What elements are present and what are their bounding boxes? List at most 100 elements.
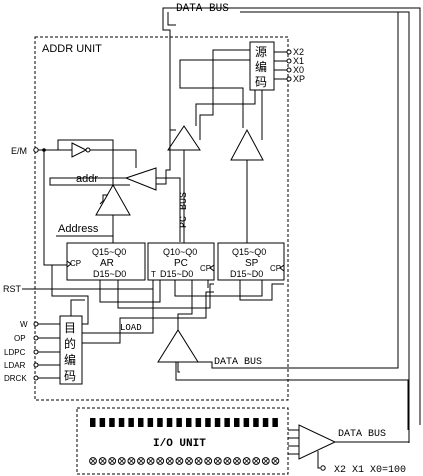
addr-unit-frame bbox=[34, 36, 289, 401]
io-led-6 bbox=[138, 418, 144, 427]
io-select-wire bbox=[317, 451, 320, 469]
io-select-label: X2 X1 X0=100 bbox=[334, 465, 406, 476]
dest-encoder-char-1: 目 bbox=[64, 321, 76, 335]
source-encoder-char-3: 码 bbox=[255, 75, 267, 89]
em-inverted-wire bbox=[90, 149, 137, 168]
ar-pc-link-wire bbox=[117, 280, 214, 309]
em-terminal bbox=[33, 147, 39, 153]
src-input-terminal-x2 bbox=[286, 49, 292, 55]
io-switch-mark-6 bbox=[138, 458, 144, 464]
src-input-terminal-xp bbox=[286, 76, 292, 82]
pc-t-label: T bbox=[151, 270, 156, 279]
em-to-ar-wire bbox=[43, 150, 58, 266]
io-led-15 bbox=[224, 418, 230, 427]
address-buffer bbox=[95, 183, 131, 216]
ar-d-input-wire bbox=[99, 280, 161, 303]
em-inverter bbox=[71, 142, 88, 158]
io-switch-mark-20 bbox=[273, 458, 278, 464]
load-label: LOAD bbox=[120, 323, 142, 333]
sp-cp-label: CP bbox=[270, 264, 281, 273]
dst-label-ldar: LDAR bbox=[4, 361, 26, 370]
ar-top-label: Q15~Q0 bbox=[92, 247, 126, 257]
sp-clock-return-wire bbox=[239, 280, 284, 301]
mid-data-bus-right-wire bbox=[198, 12, 399, 369]
src-input-label-xp: XP bbox=[293, 74, 305, 84]
addr-buffer-input-wire bbox=[156, 177, 181, 242]
io-switch-mark-4 bbox=[119, 458, 125, 464]
io-switch-mark-8 bbox=[157, 458, 163, 464]
io-switch-mark-2 bbox=[100, 458, 105, 464]
sp-bus-link-wire bbox=[179, 59, 250, 128]
mid-data-bus-buffer bbox=[157, 329, 199, 363]
pc-name: PC bbox=[174, 258, 188, 269]
source-encoder-char-1: 源 bbox=[255, 45, 267, 59]
io-switch-mark-11 bbox=[186, 458, 192, 464]
io-switch-mark-13 bbox=[205, 458, 211, 464]
io-switch-mark-1 bbox=[90, 458, 96, 464]
dst-input-terminal-ldpc bbox=[33, 349, 39, 355]
ld-pc-clock-wire bbox=[82, 291, 214, 344]
io-led-2 bbox=[99, 418, 106, 427]
io-led-16 bbox=[234, 418, 240, 427]
io-unit-frame bbox=[76, 407, 289, 475]
addr-bus-wire bbox=[156, 129, 176, 185]
io-led-12 bbox=[195, 418, 202, 427]
sp-bottom-label: D15~D0 bbox=[230, 269, 263, 279]
io-led-8 bbox=[157, 418, 163, 427]
io-switch-mark-5 bbox=[129, 458, 134, 464]
io-data-bus-buffer bbox=[298, 424, 337, 460]
io-switch-mark-16 bbox=[234, 458, 240, 464]
io-led-14 bbox=[214, 418, 221, 427]
io-led-5 bbox=[128, 418, 134, 427]
pc-data-bus-wire bbox=[177, 280, 193, 330]
pc-bottom-label: D15~D0 bbox=[160, 269, 193, 279]
pc-clock-marker bbox=[209, 264, 215, 272]
src-input-terminal-x1 bbox=[286, 58, 292, 64]
dst-label-drck: DRCK bbox=[4, 374, 27, 383]
dst-label-ldpc: LDPC bbox=[4, 348, 26, 357]
io-switch-mark-14 bbox=[215, 458, 221, 464]
io-data-bus-label: DATA BUS bbox=[338, 429, 386, 440]
mid-data-bus-label: DATA BUS bbox=[214, 357, 262, 368]
io-led-10 bbox=[176, 418, 182, 427]
dest-encoder-char-3: 编 bbox=[64, 352, 76, 367]
ar-bottom-label: D15~D0 bbox=[93, 269, 126, 279]
src-input-label-x2: X2 bbox=[293, 47, 304, 57]
io-led-3 bbox=[109, 418, 115, 427]
dest-encoder-char-4: 码 bbox=[64, 369, 76, 383]
pc-top-label: Q10~Q0 bbox=[163, 247, 197, 257]
addr-unit-label: ADDR UNIT bbox=[42, 43, 102, 55]
dst-input-terminal-drck bbox=[33, 375, 39, 381]
io-switch-mark-9 bbox=[167, 458, 173, 464]
io-led-18 bbox=[253, 418, 259, 427]
ld-ar-clock-wire bbox=[51, 264, 89, 325]
io-switch-mark-18 bbox=[253, 458, 259, 464]
source-encoder-box bbox=[249, 41, 275, 91]
data-bus-top-left-wire bbox=[162, 12, 171, 130]
io-switch-mark-12 bbox=[196, 458, 201, 464]
data-bus-top-branch bbox=[167, 12, 176, 26]
io-led-13 bbox=[205, 418, 211, 427]
addr-label: addr bbox=[76, 173, 98, 185]
rst-label: RST bbox=[3, 284, 22, 294]
dest-enc-top-wire bbox=[70, 299, 85, 316]
io-switch-mark-15 bbox=[225, 458, 230, 464]
data-bus-inner-wire bbox=[240, 11, 410, 443]
io-led-9 bbox=[166, 418, 173, 427]
mid-buffer-out-stub bbox=[177, 362, 180, 373]
addr-output-wire bbox=[49, 177, 130, 186]
io-led-19 bbox=[262, 418, 269, 427]
io-led-7 bbox=[147, 418, 154, 427]
io-switch-row bbox=[89, 457, 280, 465]
src-input-terminal-x0 bbox=[286, 67, 292, 73]
em-label: E/M bbox=[11, 146, 27, 156]
io-led-row bbox=[90, 418, 278, 427]
dst-label-w: W bbox=[20, 320, 28, 329]
io-switch-mark-10 bbox=[177, 458, 182, 464]
pc-cp-label: CP bbox=[200, 264, 211, 273]
io-switch-mark-17 bbox=[244, 458, 249, 464]
src-input-label-x1: X1 bbox=[293, 56, 304, 66]
io-switch-mark-7 bbox=[148, 458, 153, 464]
mid-data-bus-wire bbox=[175, 362, 409, 430]
